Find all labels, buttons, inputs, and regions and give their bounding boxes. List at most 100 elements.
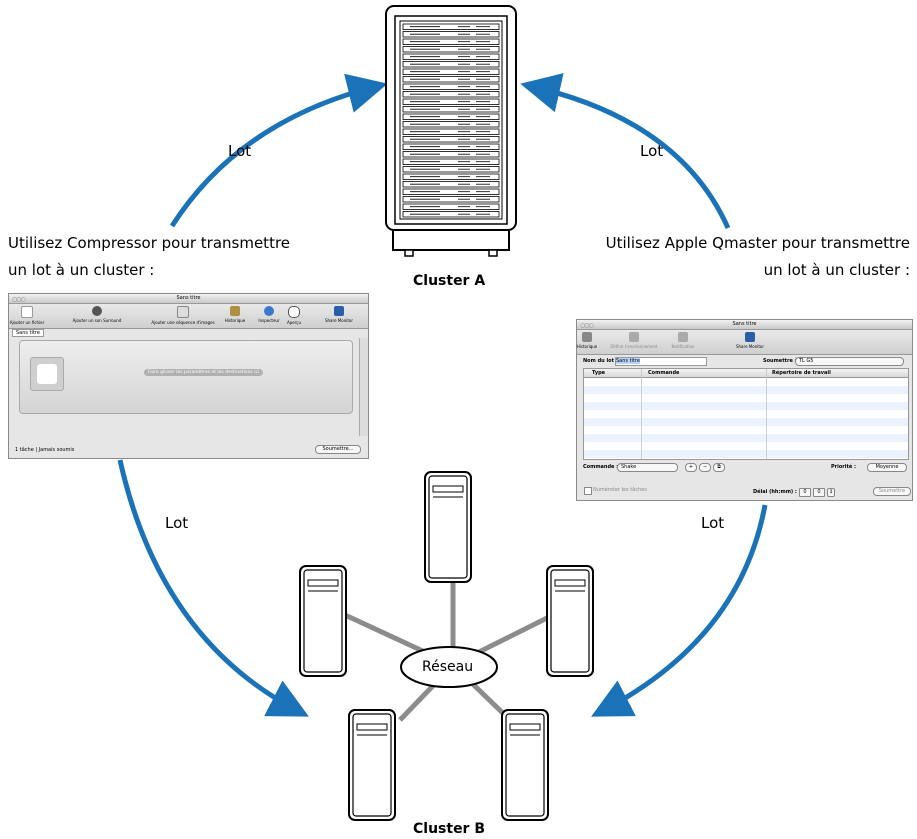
history-label: Historique	[576, 344, 598, 349]
rack-slot	[402, 211, 500, 218]
drop-hint: Faire glisser les paramètres et les dest…	[144, 369, 264, 376]
window-controls[interactable]: ○○○	[580, 322, 594, 329]
number-tasks-label: Numéroter les tâches	[593, 487, 647, 493]
environment-button[interactable]: Définir l'environnement	[599, 332, 669, 349]
add-sequence-label: Ajouter une séquence d'images	[151, 320, 215, 325]
qmaster-titlebar: ○○○ Sans titre	[577, 320, 912, 330]
scrollbar[interactable]	[359, 338, 368, 436]
table-body[interactable]	[584, 378, 908, 459]
batch-name-value: Sans titre	[616, 358, 640, 364]
rack-slot	[402, 128, 500, 135]
number-tasks-checkbox[interactable]	[584, 487, 592, 495]
lot-label-bottom-right: Lot	[701, 514, 725, 532]
preview-button[interactable]: Aperçu	[276, 306, 312, 325]
play-icon	[288, 306, 300, 318]
status-text: 1 tâche | Jamais soumis	[15, 447, 75, 453]
rack-slot	[402, 31, 500, 38]
tower-computer	[299, 565, 347, 677]
batch-name-input[interactable]: Sans titre	[615, 357, 707, 366]
submit-button[interactable]: Soumettre...	[315, 445, 361, 454]
remove-command-button[interactable]: −	[699, 463, 711, 472]
rack-slot	[402, 143, 500, 150]
submit-to-label: Soumettre à :	[763, 358, 802, 364]
tower-computer	[424, 471, 472, 583]
rack-slot	[402, 158, 500, 165]
share-monitor-label: Share Monitor	[735, 344, 765, 349]
table-header: Type Commande Répertoire de travail	[584, 369, 908, 378]
rack-slot	[402, 53, 500, 60]
rack-slot	[402, 46, 500, 53]
network-label: Réseau	[422, 659, 474, 675]
inspector-button[interactable]: Inspecteur	[249, 306, 289, 323]
rack-slot	[402, 61, 500, 68]
sequence-icon	[177, 306, 189, 318]
preview-label: Aperçu	[286, 320, 302, 325]
network-links	[343, 565, 555, 722]
history-button[interactable]: Historique	[576, 332, 607, 349]
qmaster-window: ○○○ Sans titre Historique Définir l'envi…	[576, 319, 913, 501]
column-working-dir[interactable]: Répertoire de travail	[772, 370, 831, 376]
rack-slot	[402, 196, 500, 203]
column-command[interactable]: Commande	[648, 370, 680, 376]
rack-slot	[402, 188, 500, 195]
notification-icon	[678, 332, 688, 342]
delay-minutes-field[interactable]: 0	[813, 488, 825, 497]
network-node	[400, 646, 498, 688]
share-monitor-button[interactable]: Share Monitor	[725, 332, 775, 349]
add-file-label: Ajouter un fichier	[9, 320, 45, 325]
share-monitor-button[interactable]: Share Monitor	[314, 306, 364, 323]
surround-icon	[92, 306, 102, 316]
rack-slot	[402, 38, 500, 45]
window-controls[interactable]: ○○○	[12, 296, 26, 303]
add-surround-label: Ajouter un son Surround	[72, 318, 122, 323]
delay-hours-field[interactable]: 0	[799, 488, 811, 497]
priority-select[interactable]: Moyenne	[867, 463, 907, 472]
duplicate-command-button[interactable]: ⧉	[713, 463, 725, 472]
rack-slot	[402, 121, 500, 128]
add-surround-button[interactable]: Ajouter un son Surround	[67, 306, 127, 323]
history-label: Historique	[224, 318, 246, 323]
history-icon	[230, 306, 240, 316]
compressor-toolbar: Ajouter un fichier Ajouter un son Surrou…	[9, 304, 368, 329]
cluster-a-rack	[385, 5, 517, 257]
arrow-qmaster-to-cluster-b	[591, 504, 768, 717]
file-icon	[21, 306, 33, 318]
history-button[interactable]: Historique	[215, 306, 255, 323]
rack-slot	[402, 23, 500, 30]
rack-slot	[402, 181, 500, 188]
left-caption-line1: Utilisez Compressor pour transmettre	[8, 234, 291, 252]
cluster-a-label: Cluster A	[413, 273, 486, 289]
history-icon	[582, 332, 592, 342]
lot-label-top-right: Lot	[640, 142, 664, 160]
command-select[interactable]: Shake	[617, 463, 678, 472]
job-panel: Faire glisser les paramètres et les dest…	[19, 340, 353, 414]
environment-label: Définir l'environnement	[610, 344, 658, 349]
compressor-window: ○○○ Sans titre Ajouter un fichier Ajoute…	[8, 293, 369, 459]
rack-slot	[402, 203, 500, 210]
priority-label: Priorité :	[831, 464, 856, 470]
tower-computer	[348, 709, 396, 821]
cluster-b-towers	[299, 471, 594, 821]
column-type[interactable]: Type	[592, 370, 606, 376]
drop-arrow-icon	[30, 357, 64, 391]
batch-name-label: Nom du lot :	[583, 358, 618, 364]
add-sequence-button[interactable]: Ajouter une séquence d'images	[141, 306, 225, 325]
rack-slot	[402, 83, 500, 90]
tab-sans-titre[interactable]: Sans titre	[12, 329, 44, 337]
command-label: Commande :	[583, 464, 619, 470]
delay-label: Délai (hh:mm) :	[753, 489, 797, 495]
arrow-qmaster-to-cluster-a	[520, 73, 731, 230]
add-file-button[interactable]: Ajouter un fichier	[9, 306, 57, 325]
rack-slot	[402, 151, 500, 158]
right-caption-line1: Utilisez Apple Qmaster pour transmettre	[605, 234, 910, 252]
share-monitor-label: Share Monitor	[324, 318, 354, 323]
tower-computer	[501, 709, 549, 821]
left-caption-line2: un lot à un cluster :	[8, 261, 155, 279]
add-command-button[interactable]: +	[685, 463, 697, 472]
arrow-compressor-to-cluster-a	[169, 73, 388, 228]
qmaster-toolbar: Historique Définir l'environnement Notif…	[577, 330, 912, 355]
submit-button[interactable]: Soumettre	[873, 487, 911, 496]
delay-stepper[interactable]: ↕	[827, 488, 835, 497]
submit-to-select[interactable]: TL G5	[795, 357, 904, 366]
notification-button[interactable]: Notification	[663, 332, 703, 349]
